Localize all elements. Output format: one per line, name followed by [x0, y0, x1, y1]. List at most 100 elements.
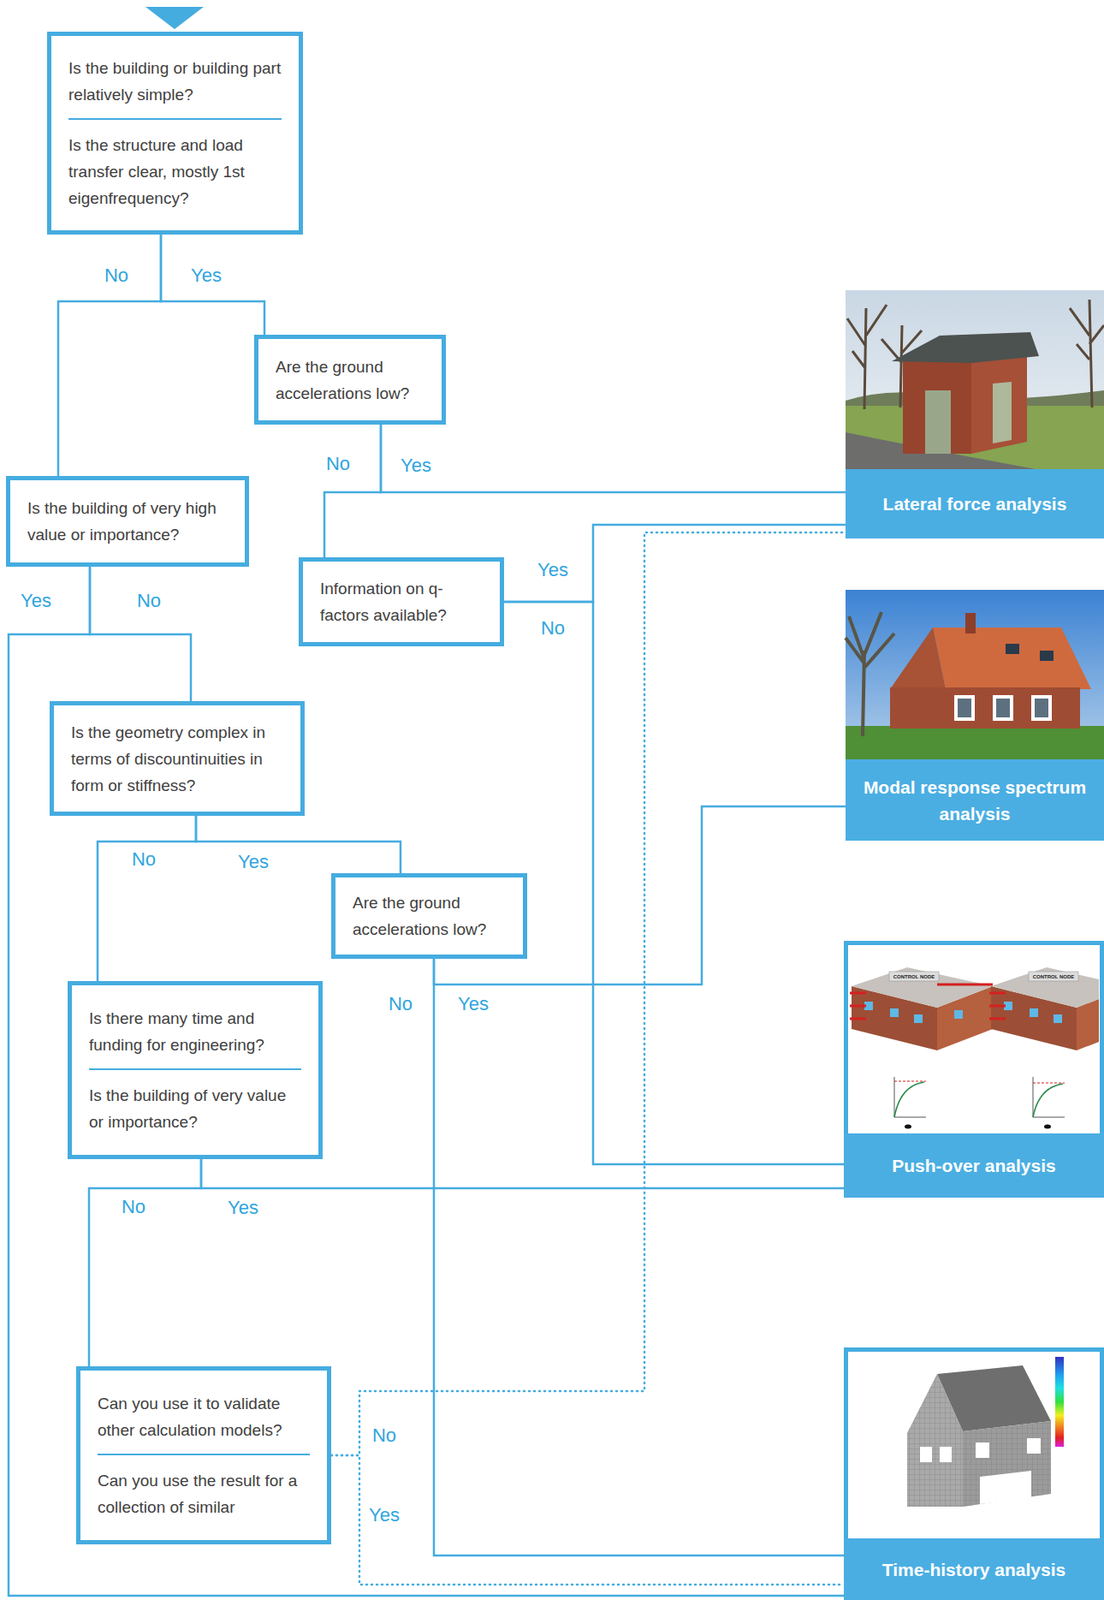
mesh-gable — [907, 1373, 963, 1507]
connector — [331, 532, 846, 1455]
edge-label: Yes — [534, 558, 571, 582]
sign — [1028, 971, 1079, 981]
opening — [1026, 1437, 1041, 1454]
willow-tree — [845, 611, 895, 736]
question-text: Is the geometry complex in terms of disc… — [71, 718, 284, 799]
skylight — [1005, 643, 1020, 654]
color-scale — [1055, 1356, 1064, 1447]
window-glass — [1034, 698, 1049, 718]
load-arrows — [849, 984, 1006, 1019]
edge-label: No — [129, 848, 159, 871]
question-text: Can you use the result for a collection … — [97, 1466, 310, 1520]
connector — [380, 424, 846, 493]
result-band: Lateral force analysis — [845, 468, 1104, 539]
sign — [889, 971, 939, 981]
question-text: Is the building of very high value or im… — [27, 494, 228, 548]
edge-label: No — [369, 1424, 399, 1447]
decision-box: Is there many time and funding for engin… — [67, 980, 323, 1159]
window — [992, 694, 1014, 721]
start-triangle — [145, 6, 204, 30]
model-window — [954, 1009, 963, 1019]
connector — [97, 815, 196, 981]
separator-line — [97, 1453, 310, 1455]
connector — [504, 601, 844, 1164]
result-band: Push-over analysis — [843, 1133, 1104, 1197]
connector — [89, 566, 191, 701]
method-name: Push-over analysis — [891, 1151, 1056, 1179]
small-building-photo — [845, 290, 1104, 469]
connector — [201, 1158, 844, 1188]
model-window — [914, 1014, 923, 1023]
connector — [89, 1158, 202, 1366]
window-glass — [957, 698, 972, 718]
question-text: Is the structure and load transfer clear… — [68, 131, 282, 212]
marker — [904, 1124, 912, 1129]
opening — [975, 1442, 990, 1458]
window — [954, 694, 975, 721]
brick-wall-side — [971, 354, 1027, 454]
side-door — [992, 381, 1012, 444]
result-band: Modal response spectrum analysis — [845, 759, 1104, 841]
question-text: Information on q-factors available? — [320, 575, 483, 629]
marker — [1044, 1124, 1051, 1129]
edge-label: Yes — [225, 1196, 262, 1219]
gable — [890, 627, 946, 689]
mesh-lines — [907, 1373, 963, 1507]
edge-label: No — [134, 589, 164, 612]
door — [925, 390, 951, 454]
question-text: Is the building or building part relativ… — [68, 54, 282, 108]
connector — [195, 815, 401, 873]
edge-label: Yes — [17, 589, 54, 612]
roof — [891, 332, 1039, 363]
brick-wall — [890, 687, 1081, 729]
edge-label: Yes — [188, 264, 225, 287]
edge-label: No — [101, 264, 131, 287]
edge-label: No — [538, 617, 568, 640]
question-text: Are the ground accelerations low? — [352, 889, 506, 943]
opening — [979, 1470, 1032, 1504]
grass — [845, 725, 1104, 760]
method-name: Time-history analysis — [882, 1555, 1066, 1583]
skylight — [1039, 650, 1054, 661]
sky — [845, 589, 1104, 760]
sky — [845, 290, 1104, 469]
connector — [58, 234, 161, 476]
sign-text: CONTROL NODE — [893, 973, 936, 980]
model-window — [890, 1008, 899, 1017]
model-floor — [991, 967, 1099, 1008]
decision-box: Is the building of very high value or im… — [5, 475, 250, 567]
edge-label: No — [118, 1195, 149, 1218]
edge-label: Yes — [235, 850, 272, 873]
method-name: Lateral force analysis — [883, 490, 1068, 517]
decision-box: Is the geometry complex in terms of disc… — [49, 700, 305, 816]
edge-label: No — [323, 452, 353, 475]
question-text: Is the building of very value or importa… — [89, 1081, 302, 1135]
question-text: Are the ground accelerations low? — [275, 353, 425, 407]
chimney — [965, 612, 976, 634]
separator-line — [89, 1068, 302, 1070]
decision-box: Is the building or building part relativ… — [47, 31, 303, 235]
connector — [8, 566, 844, 1596]
frame — [846, 1349, 1103, 1600]
edge-label: Yes — [397, 454, 434, 477]
mesh-wall — [962, 1420, 1051, 1507]
connector — [331, 1454, 844, 1585]
chart-axes — [894, 1076, 1065, 1117]
sign-text: CONTROL NODE — [1032, 973, 1075, 980]
connector — [160, 234, 265, 335]
window — [1031, 694, 1052, 721]
decision-box: Are the ground accelerations low? — [331, 872, 528, 959]
brick-wall — [902, 359, 972, 454]
method-name: Modal response spectrum analysis — [860, 773, 1089, 827]
result-band: Time-history analysis — [843, 1537, 1104, 1600]
question-text: Is there many time and funding for engin… — [89, 1004, 302, 1058]
separator-line — [68, 118, 282, 120]
decision-box: Are the ground accelerations low? — [254, 334, 446, 425]
pushover-curve — [894, 1081, 1063, 1117]
opening — [920, 1446, 932, 1462]
timehistory-illustration — [846, 1349, 1103, 1600]
edge-label: Yes — [366, 1503, 403, 1526]
connector — [433, 958, 844, 1556]
connector — [324, 424, 381, 558]
edge-label: Yes — [455, 992, 492, 1015]
